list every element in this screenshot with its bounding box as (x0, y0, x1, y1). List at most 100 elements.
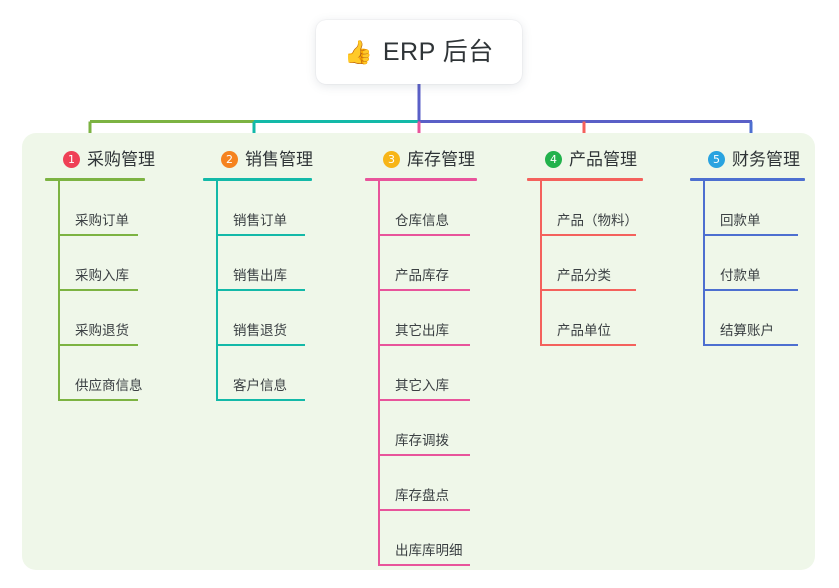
branch-item-label: 结算账户 (720, 322, 774, 338)
branch-item-label: 回款单 (720, 212, 761, 228)
branch-item[interactable]: 客户信息 (203, 346, 312, 401)
branch-item-label: 客户信息 (233, 377, 287, 393)
branch-item-rule (378, 454, 470, 456)
branch-item-rule (703, 234, 798, 236)
branch-item[interactable]: 采购订单 (45, 181, 145, 236)
branch-title: 产品管理 (569, 149, 637, 169)
branch-underline (45, 178, 145, 181)
branch-spine (378, 181, 380, 566)
branch-item-rule (216, 344, 305, 346)
branch-item-label: 库存盘点 (395, 487, 449, 503)
branch-item-label: 采购退货 (75, 322, 129, 338)
branch-item-label: 采购订单 (75, 212, 129, 228)
branch-spine (58, 181, 60, 401)
branch-number-badge: 4 (545, 150, 562, 168)
branch-item-label: 其它出库 (395, 322, 449, 338)
branch-item-label: 产品库存 (395, 267, 449, 283)
branch-item[interactable]: 库存盘点 (365, 456, 477, 511)
branch-item-rule (58, 234, 138, 236)
branch-item-rule (540, 234, 636, 236)
branch-item-list: 采购订单采购入库采购退货供应商信息 (45, 181, 145, 401)
branch-item-label: 库存调拨 (395, 432, 449, 448)
branch-spine (703, 181, 705, 346)
branch-item-rule (378, 399, 470, 401)
branch-header-4[interactable]: 4 产品管理 (527, 146, 643, 172)
branch-title: 财务管理 (732, 149, 800, 169)
branch-item[interactable]: 采购入库 (45, 236, 145, 291)
branch-underline (690, 178, 805, 181)
branch-spine (216, 181, 218, 401)
branch-item-label: 供应商信息 (75, 377, 143, 393)
branch-header-3[interactable]: 3 库存管理 (365, 146, 477, 172)
branch-item[interactable]: 采购退货 (45, 291, 145, 346)
branch-header-5[interactable]: 5 财务管理 (690, 146, 805, 172)
branch-item[interactable]: 供应商信息 (45, 346, 145, 401)
branch-item-rule (216, 399, 305, 401)
branch-item-list: 销售订单销售出库销售退货客户信息 (203, 181, 312, 401)
branch-item-rule (378, 289, 470, 291)
branch-item-label: 付款单 (720, 267, 761, 283)
branch-item-label: 出库库明细 (395, 542, 463, 558)
branch-item-rule (58, 344, 138, 346)
branch-item[interactable]: 产品单位 (527, 291, 643, 346)
branch-number-badge: 2 (221, 150, 238, 168)
branch-title: 采购管理 (87, 149, 155, 169)
branch-item-rule (216, 289, 305, 291)
root-title: ERP 后台 (382, 37, 494, 66)
branch-item-rule (58, 399, 138, 401)
branch-underline (203, 178, 312, 181)
branch-item-list: 仓库信息产品库存其它出库其它入库库存调拨库存盘点出库库明细 (365, 181, 477, 566)
branch-spine (540, 181, 542, 346)
branch-item[interactable]: 产品库存 (365, 236, 477, 291)
branch-item-rule (540, 289, 636, 291)
branch-item-rule (703, 289, 798, 291)
branch-item[interactable]: 产品分类 (527, 236, 643, 291)
branch-item-label: 其它入库 (395, 377, 449, 393)
root-node-content: 👍 ERP 后台 (344, 37, 494, 66)
branch-item-label: 仓库信息 (395, 212, 449, 228)
branch-item-label: 销售出库 (233, 267, 287, 283)
branch-item-list: 产品（物料） 产品分类产品单位 (527, 181, 643, 346)
branch-item[interactable]: 仓库信息 (365, 181, 477, 236)
branch-number-badge: 5 (708, 150, 725, 168)
branch-item[interactable]: 出库库明细 (365, 511, 477, 566)
branch-item-label: 采购入库 (75, 267, 129, 283)
branch-item[interactable]: 库存调拨 (365, 401, 477, 456)
branch-item[interactable]: 其它入库 (365, 346, 477, 401)
branch-item-label: 产品（物料） (557, 212, 638, 228)
branch-item-rule (378, 234, 470, 236)
branch-number-badge: 3 (383, 150, 400, 168)
branch-column-3: 3 库存管理仓库信息产品库存其它出库其它入库库存调拨库存盘点出库库明细 (365, 146, 477, 566)
branch-item-rule (540, 344, 636, 346)
branch-item-label: 销售订单 (233, 212, 287, 228)
branch-item[interactable]: 回款单 (690, 181, 805, 236)
branch-item[interactable]: 销售订单 (203, 181, 312, 236)
branch-item[interactable]: 销售退货 (203, 291, 312, 346)
branch-title: 库存管理 (407, 149, 475, 169)
branch-item[interactable]: 销售出库 (203, 236, 312, 291)
branch-item-rule (378, 509, 470, 511)
branch-panel (22, 133, 815, 570)
branch-item[interactable]: 产品（物料） (527, 181, 643, 236)
branch-item[interactable]: 付款单 (690, 236, 805, 291)
branch-column-5: 5 财务管理回款单付款单结算账户 (690, 146, 805, 346)
branch-item-label: 产品分类 (557, 267, 611, 283)
branch-item-rule (378, 564, 470, 566)
branch-item[interactable]: 结算账户 (690, 291, 805, 346)
branch-item-label: 销售退货 (233, 322, 287, 338)
root-node[interactable]: 👍 ERP 后台 (316, 20, 522, 84)
branch-item-rule (378, 344, 470, 346)
branch-column-4: 4 产品管理产品（物料） 产品分类产品单位 (527, 146, 643, 346)
branch-item-rule (216, 234, 305, 236)
branch-underline (365, 178, 477, 181)
branch-item[interactable]: 其它出库 (365, 291, 477, 346)
branch-item-label: 产品单位 (557, 322, 611, 338)
branch-item-rule (703, 344, 798, 346)
branch-underline (527, 178, 643, 181)
branch-item-rule (58, 289, 138, 291)
